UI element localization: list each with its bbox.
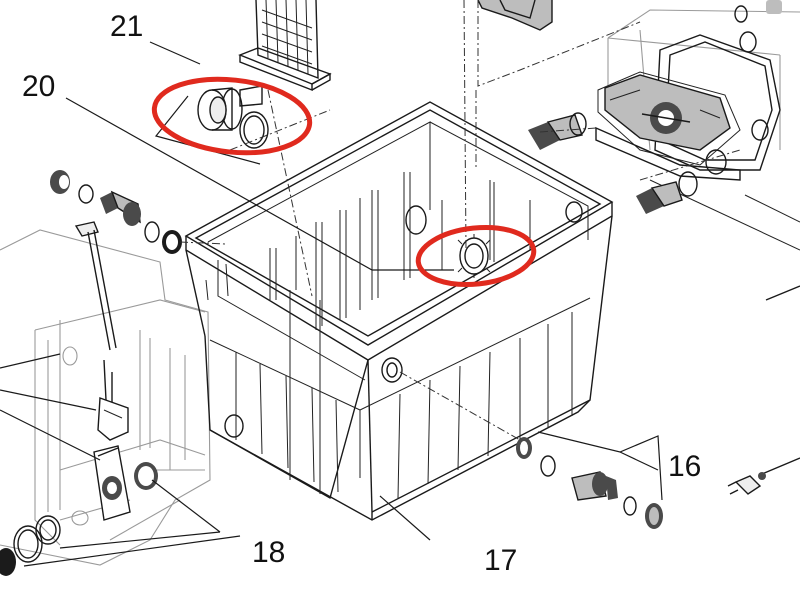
highlight-rings	[151, 76, 537, 287]
part-label-21: 21	[110, 10, 143, 43]
o-ring-icon	[540, 455, 556, 477]
filter-comb-insert	[238, 0, 332, 92]
part-label-17: 17	[484, 544, 517, 577]
union-nut-icon	[645, 503, 663, 529]
axis-lines	[179, 0, 741, 441]
o-ring-icon	[78, 184, 94, 204]
union-nut-icon	[162, 230, 182, 254]
hose-connector-icon	[571, 471, 618, 501]
outlet-assembly-part-16	[516, 437, 663, 529]
right-valve-connectors	[528, 112, 698, 214]
leader-lines	[0, 41, 663, 567]
part-label-16: 16	[668, 450, 701, 483]
highlight-ring-part-20	[151, 76, 313, 156]
o-ring-icon	[134, 462, 158, 490]
drain-valve-part-18	[0, 445, 158, 576]
hose-connector-icon	[636, 171, 698, 214]
dip-probe	[74, 221, 129, 441]
hose-connector-icon	[528, 112, 587, 150]
pipe-fitting-part-20	[197, 85, 269, 149]
part-label-18: 18	[252, 536, 285, 569]
highlight-ring-inner-nut	[415, 225, 537, 287]
top-bracket	[477, 0, 553, 31]
hose-connector-icon	[100, 190, 141, 226]
left-filter-housing	[0, 229, 211, 566]
left-connector-assembly	[50, 170, 182, 254]
o-ring-icon	[144, 221, 160, 243]
top-filter-lid	[595, 0, 800, 301]
union-nut-icon	[50, 170, 70, 194]
inner-nut-ring	[457, 234, 491, 278]
power-plug-icon	[727, 457, 800, 495]
union-nut-icon	[516, 437, 532, 459]
main-filter-box	[184, 101, 614, 521]
o-ring-icon	[623, 496, 637, 516]
part-label-20: 20	[22, 70, 55, 103]
